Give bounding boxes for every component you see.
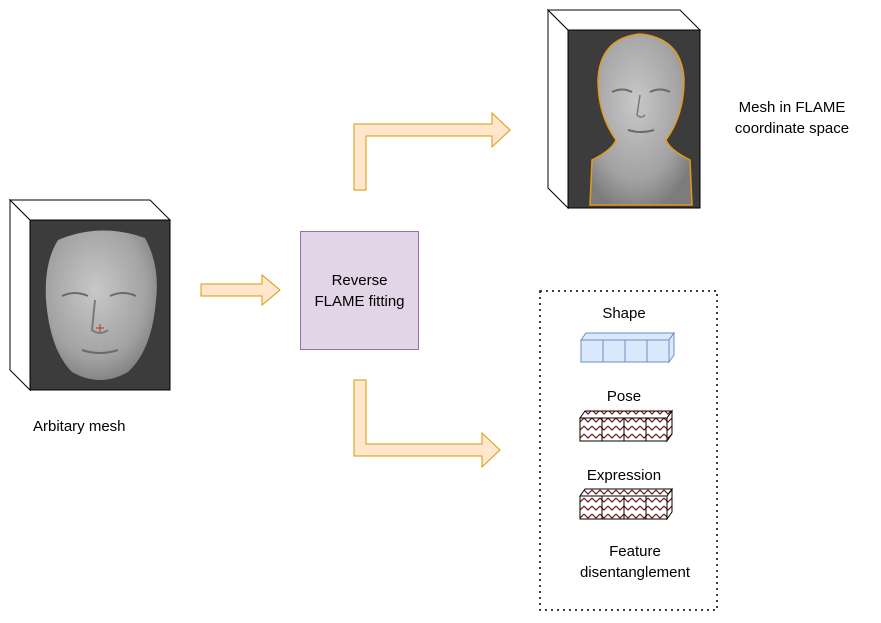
process-label-line2: FLAME fitting bbox=[314, 292, 405, 310]
arbitrary-face-mesh-icon bbox=[45, 230, 157, 380]
shape-blocks bbox=[580, 331, 675, 364]
expression-blocks bbox=[579, 487, 673, 521]
feature-disentanglement-caption: Feature disentanglement bbox=[560, 541, 710, 583]
arrow-input-to-process bbox=[200, 273, 281, 307]
output-mesh-label: Mesh in FLAME coordinate space bbox=[721, 97, 863, 139]
feature-caption-line1: Feature bbox=[609, 543, 661, 560]
arrow-process-to-features bbox=[353, 379, 501, 469]
input-mesh-label: Arbitary mesh bbox=[33, 418, 126, 435]
arrow-process-to-output-mesh bbox=[353, 111, 511, 191]
output-mesh-box bbox=[546, 8, 702, 210]
output-mesh-label-line1: Mesh in FLAME bbox=[738, 99, 846, 116]
flame-head-mesh-icon bbox=[589, 33, 693, 206]
process-label-line1: Reverse bbox=[331, 271, 388, 289]
feature-caption-line2: disentanglement bbox=[579, 564, 691, 581]
pose-blocks bbox=[579, 409, 673, 443]
expression-label: Expression bbox=[586, 467, 662, 484]
output-mesh-label-line2: coordinate space bbox=[734, 120, 850, 137]
reverse-flame-fitting-box: Reverse FLAME fitting bbox=[300, 231, 419, 350]
feature-disentanglement-box bbox=[539, 290, 718, 611]
shape-label: Shape bbox=[602, 305, 646, 322]
input-mesh-box bbox=[8, 198, 172, 392]
pose-label: Pose bbox=[606, 388, 642, 405]
